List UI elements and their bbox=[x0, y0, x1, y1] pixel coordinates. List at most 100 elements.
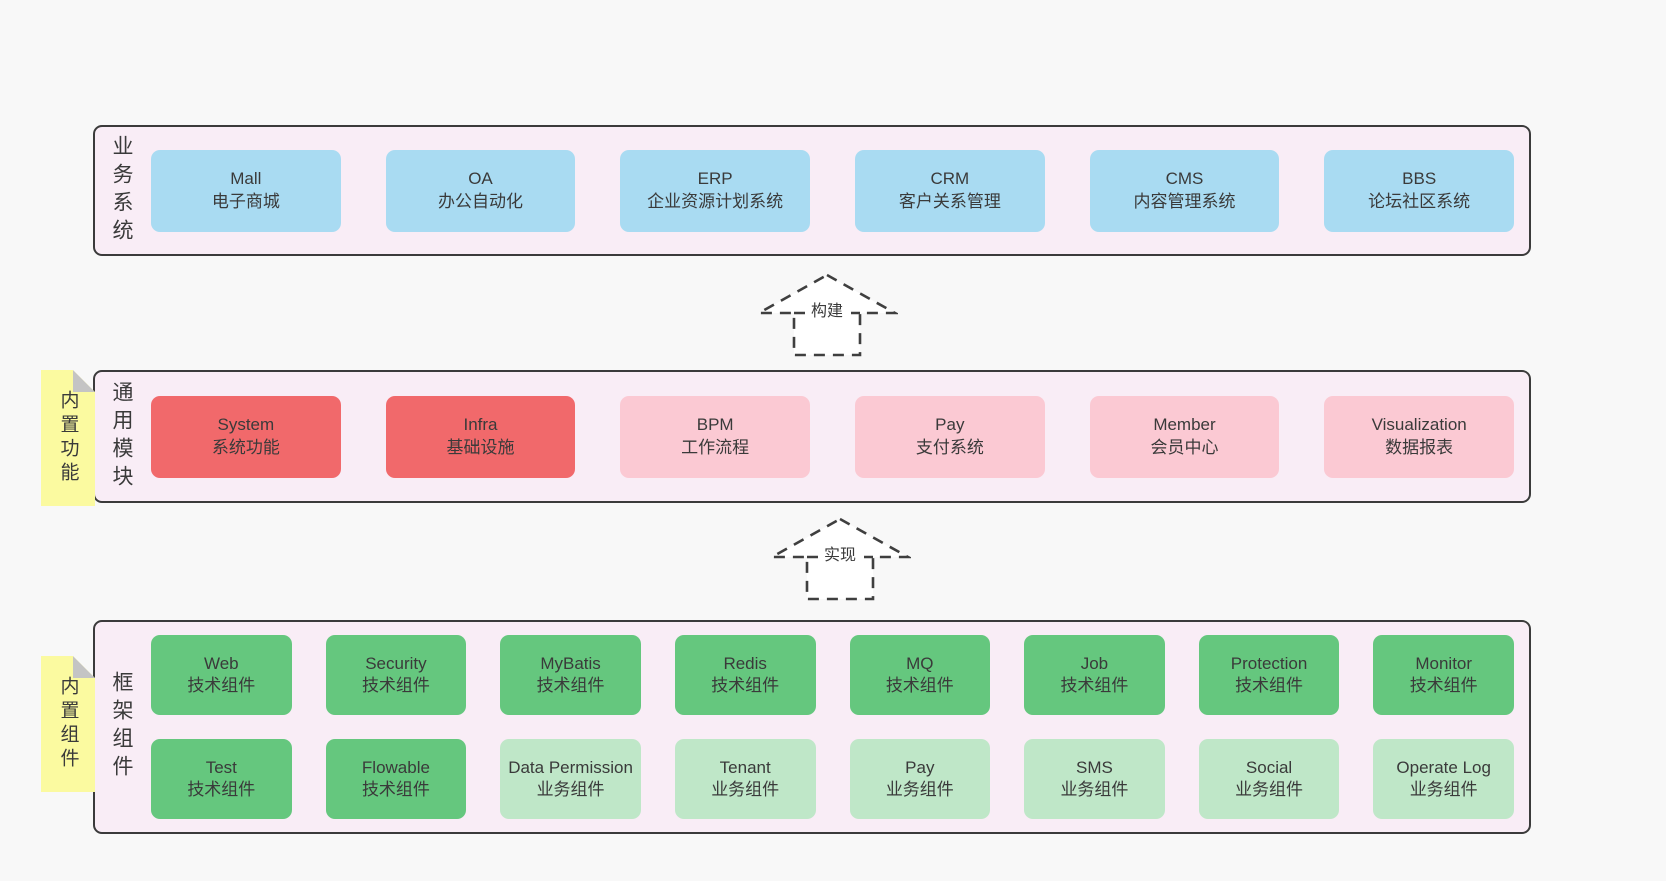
layer-label-business: 业务系统 bbox=[110, 134, 133, 247]
box-title: Social bbox=[1245, 757, 1293, 777]
box-subtitle: 技术组件 bbox=[536, 676, 605, 695]
box-subtitle: 支付系统 bbox=[915, 437, 984, 457]
box-subtitle: 工作流程 bbox=[681, 437, 750, 457]
box-title: CRM bbox=[930, 169, 970, 189]
box-title: Test bbox=[205, 757, 237, 777]
box-subtitle: 基础设施 bbox=[446, 437, 515, 457]
box-subtitle: 系统功能 bbox=[211, 437, 280, 457]
builtin-components-tab: 内置组件 bbox=[41, 656, 95, 792]
diagram-box-pay: Pay 业务组件 bbox=[849, 739, 991, 819]
box-subtitle: 内容管理系统 bbox=[1133, 191, 1236, 211]
box-subtitle: 技术组件 bbox=[361, 780, 430, 799]
box-subtitle: 技术组件 bbox=[187, 676, 256, 695]
box-subtitle: 业务组件 bbox=[711, 780, 780, 799]
box-title: Mall bbox=[230, 169, 262, 189]
box-subtitle: 客户关系管理 bbox=[898, 191, 1001, 211]
diagram-box-data-permission: Data Permission 业务组件 bbox=[500, 739, 641, 819]
box-title: OA bbox=[468, 169, 493, 189]
diagram-box-job: Job 技术组件 bbox=[1024, 635, 1165, 715]
build-arrow: 构建 bbox=[756, 272, 898, 358]
box-title: ERP bbox=[697, 169, 733, 189]
box-title: Pay bbox=[935, 415, 965, 435]
box-subtitle: 技术组件 bbox=[711, 676, 780, 695]
layer-label-modules: 通用模块 bbox=[110, 380, 133, 493]
box-subtitle: 业务组件 bbox=[1409, 780, 1478, 799]
box-title: Pay bbox=[905, 757, 935, 777]
diagram-box-mybatis: MyBatis 技术组件 bbox=[500, 635, 641, 715]
box-title: BPM bbox=[696, 415, 734, 435]
diagram-box-tenant: Tenant 业务组件 bbox=[674, 739, 816, 819]
diagram-box-web: Web 技术组件 bbox=[151, 635, 292, 715]
box-title: Operate Log bbox=[1396, 757, 1491, 777]
box-subtitle: 企业资源计划系统 bbox=[647, 191, 784, 211]
implement-arrow-label: 实现 bbox=[820, 540, 860, 566]
box-subtitle: 论坛社区系统 bbox=[1368, 191, 1471, 211]
box-title: Security bbox=[365, 653, 427, 673]
box-title: Job bbox=[1080, 653, 1109, 673]
diagram-box-mq: MQ 技术组件 bbox=[849, 635, 991, 715]
box-subtitle: 技术组件 bbox=[1235, 676, 1304, 695]
box-title: BBS bbox=[1402, 169, 1437, 189]
builtin-components-tab-label: 内置组件 bbox=[57, 676, 79, 772]
box-title: Tenant bbox=[719, 757, 771, 777]
diagram-box-protection: Protection 技术组件 bbox=[1198, 635, 1340, 715]
box-subtitle: 技术组件 bbox=[1060, 676, 1129, 695]
box-subtitle: 办公自动化 bbox=[437, 191, 523, 211]
box-subtitle: 技术组件 bbox=[187, 780, 256, 799]
layer-label-components: 框架组件 bbox=[110, 671, 133, 783]
builtin-features-tab: 内置功能 bbox=[41, 370, 95, 506]
box-title: System bbox=[217, 415, 275, 435]
diagram-box-redis: Redis 技术组件 bbox=[674, 635, 816, 715]
box-subtitle: 技术组件 bbox=[361, 676, 430, 695]
box-subtitle: 业务组件 bbox=[536, 780, 605, 799]
box-title: MyBatis bbox=[540, 653, 601, 673]
box-title: Protection bbox=[1230, 653, 1308, 673]
box-title: Visualization bbox=[1371, 415, 1467, 435]
diagram-box-sms: SMS 业务组件 bbox=[1024, 739, 1165, 819]
box-subtitle: 业务组件 bbox=[1060, 780, 1129, 799]
box-title: CMS bbox=[1165, 169, 1204, 189]
box-subtitle: 电子商城 bbox=[211, 191, 280, 211]
box-subtitle: 业务组件 bbox=[885, 780, 954, 799]
diagram-box-security: Security 技术组件 bbox=[325, 635, 467, 715]
box-title: Web bbox=[203, 653, 239, 673]
box-subtitle: 技术组件 bbox=[885, 676, 954, 695]
box-title: SMS bbox=[1076, 757, 1113, 777]
diagram-box-flowable: Flowable 技术组件 bbox=[325, 739, 467, 819]
box-title: Data Permission bbox=[508, 757, 633, 777]
box-title: Flowable bbox=[361, 757, 430, 777]
implement-arrow: 实现 bbox=[769, 516, 911, 602]
box-title: Infra bbox=[463, 415, 498, 435]
box-subtitle: 数据报表 bbox=[1385, 437, 1454, 457]
box-title: MQ bbox=[906, 653, 934, 673]
box-title: Member bbox=[1153, 415, 1216, 435]
box-title: Redis bbox=[723, 653, 767, 673]
diagram-box-social: Social 业务组件 bbox=[1198, 739, 1340, 819]
build-arrow-label: 构建 bbox=[807, 296, 847, 322]
box-subtitle: 业务组件 bbox=[1235, 780, 1304, 799]
diagram-box-test: Test 技术组件 bbox=[151, 739, 292, 819]
diagram-box-operate-log: Operate Log 业务组件 bbox=[1373, 739, 1514, 819]
box-subtitle: 会员中心 bbox=[1150, 437, 1219, 457]
box-title: Monitor bbox=[1415, 653, 1473, 673]
